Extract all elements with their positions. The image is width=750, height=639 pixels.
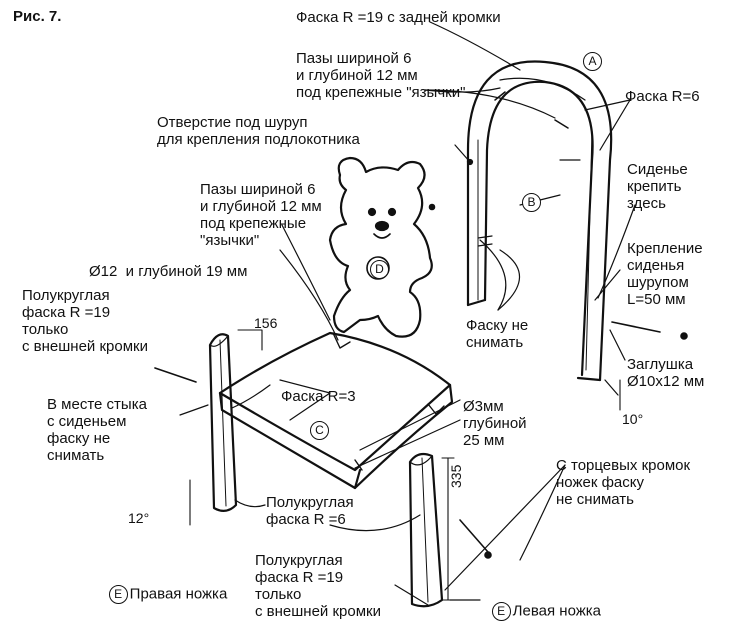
label-half-round-6: Полукруглая фаска R =6 [266, 494, 354, 528]
label-chamfer-r6: Фаска R=6 [625, 88, 700, 105]
marker-part-e-right: E [108, 585, 128, 604]
label-chamfer-r3: Фаска R=3 [281, 388, 356, 405]
chair-assembly-drawing [154, 21, 688, 608]
right-leg-part [208, 333, 238, 512]
label-seat-fastening: Крепление сиденья шурупом L=50 мм [627, 240, 703, 308]
label-hole-d12: Ø12 и глубиной 19 мм [89, 263, 248, 280]
marker-part-d: D [370, 260, 389, 279]
label-half-round-19-top: Полукруглая фаска R =19 только с внешней… [22, 287, 148, 355]
marker-part-c: C [310, 421, 329, 440]
leader-lines [179, 21, 636, 606]
label-hole-armrest: Отверстие под шуруп для крепления подлок… [157, 114, 360, 148]
dimension-angle-back: 10° [622, 411, 644, 427]
label-plug: Заглушка Ø10x12 мм [627, 356, 705, 390]
label-seat-attach: Сиденье крепить здесь [627, 161, 688, 212]
figure-canvas: Рис. 7. Фаска R =19 с задней кромки Пазы… [13, 8, 705, 622]
figure-number: Рис. 7. [13, 8, 62, 25]
label-grooves-seat: Пазы шириной 6 и глубиной 12 мм под креп… [200, 181, 322, 249]
label-top-chamfer: Фаска R =19 с задней кромки [296, 9, 501, 26]
dimension-seat-width: 156 [254, 315, 278, 331]
dimension-lines [189, 329, 621, 601]
label-grooves-back: Пазы шириной 6 и глубиной 12 мм под креп… [296, 50, 466, 101]
marker-part-a: A [583, 52, 602, 71]
dimension-leg-height: 335 [448, 464, 464, 488]
screws [154, 203, 688, 559]
marker-part-b: B [522, 193, 541, 212]
dimension-angle-leg: 12° [128, 510, 150, 526]
label-joint-no-chamfer: В месте стыка с сиденьем фаску не снимат… [47, 396, 147, 464]
right-leg-text: Правая ножка [129, 585, 228, 603]
teddy-bear-panel-part [328, 156, 433, 338]
label-end-edges: С торцевых кромок ножек фаску не снимать [556, 457, 691, 508]
label-half-round-19-bottom: Полукруглая фаска R =19 только с внешней… [255, 552, 381, 620]
back-frame-part [466, 60, 613, 382]
left-leg-text: Левая ножка [512, 602, 602, 620]
label-hole-d3: Ø3мм глубиной 25 мм [463, 398, 527, 449]
left-leg-part [408, 452, 444, 608]
marker-part-e-left: E [491, 602, 511, 621]
label-no-chamfer-removal: Фаску не снимать [466, 317, 529, 351]
